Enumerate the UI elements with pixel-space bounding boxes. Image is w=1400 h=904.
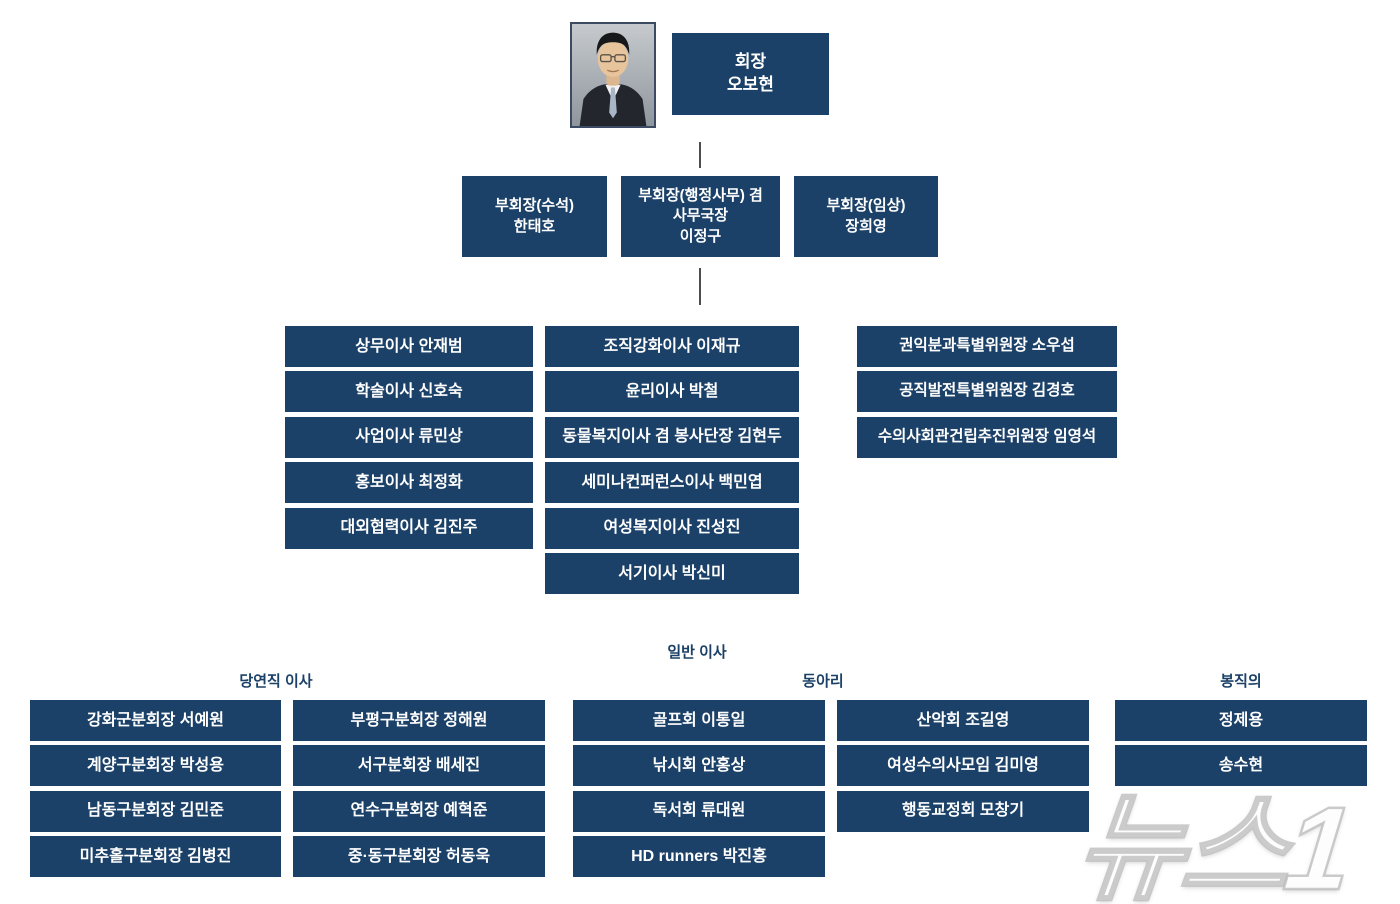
club-box: 골프회 이통일 [573, 700, 825, 741]
branch-chair-box: 부평구분회장 정해원 [293, 700, 545, 741]
executive-box: 홍보이사 최정화 [285, 462, 533, 504]
chairman-box: 회장 오보현 [672, 33, 829, 115]
org-box-line: 한태호 [513, 217, 556, 235]
vice-chairman-box: 부회장(수석) 한태호 [462, 176, 607, 257]
chairman-name: 오보현 [727, 75, 774, 94]
org-box-line: 부회장(행정사무) 겸 [638, 187, 763, 205]
branch-chair-box: 남동구분회장 김민준 [30, 790, 281, 832]
employed-vet-box: 송수현 [1115, 745, 1367, 787]
executive-box: 세미나컨퍼런스이사 백민엽 [545, 462, 799, 504]
committee-chair-box: 공직발전특별위원장 김경호 [857, 371, 1117, 413]
executive-box: 조직강화이사 이재규 [545, 326, 799, 367]
connector-line-top [699, 142, 701, 168]
connector-line-middle [699, 268, 701, 305]
chairman-photo [570, 22, 656, 128]
executive-box: 대외협력이사 김진주 [285, 507, 533, 549]
label-employed-vets: 봉직의 [1220, 673, 1262, 690]
branch-chair-box: 연수구분회장 예혁준 [293, 790, 545, 832]
club-box: HD runners 박진홍 [573, 836, 825, 878]
chairman-title: 회장 [734, 52, 767, 72]
branch-chair-box: 계양구분회장 박성용 [30, 745, 281, 787]
branch-chair-box: 중·동구분회장 허동욱 [293, 836, 545, 878]
executive-box: 상무이사 안재범 [285, 326, 533, 367]
committee-chair-box: 수의사회관건립추진위원장 임영석 [857, 416, 1117, 458]
label-clubs: 동아리 [802, 673, 844, 690]
vice-chairman-box: 부회장(임상) 장희영 [794, 176, 938, 257]
org-box-line: 장희영 [845, 217, 887, 235]
executive-box: 학술이사 신호숙 [285, 371, 533, 413]
portrait-illustration [572, 24, 654, 126]
executive-box: 동물복지이사 겸 봉사단장 김현두 [545, 416, 799, 458]
executive-box: 사업이사 류민상 [285, 416, 533, 458]
branch-chair-box: 서구분회장 배세진 [293, 745, 545, 787]
branch-chair-box: 강화군분회장 서예원 [30, 700, 281, 741]
club-box: 행동교정회 모창기 [837, 790, 1089, 832]
employed-vet-box: 정제용 [1115, 700, 1367, 741]
org-box-line: 사무국장 [672, 207, 729, 225]
club-box: 여성수의사모임 김미영 [837, 745, 1089, 787]
committee-chair-box: 권익분과특별위원장 소우섭 [857, 326, 1117, 367]
branch-chair-box: 미추홀구분회장 김병진 [30, 836, 281, 878]
club-box: 낚시회 안홍상 [573, 745, 825, 787]
executive-box: 서기이사 박신미 [545, 552, 799, 594]
club-box: 산악회 조길영 [837, 700, 1089, 741]
org-box-line: 부회장(임상) [826, 197, 906, 215]
org-box-line: 이정구 [679, 227, 722, 245]
club-box: 독서회 류대원 [573, 790, 825, 832]
org-box-line: 부회장(수석) [495, 197, 574, 215]
label-ex-officio-directors: 당연직 이사 [239, 673, 313, 690]
executive-box: 윤리이사 박철 [545, 371, 799, 413]
label-general-directors: 일반 이사 [667, 644, 727, 661]
executive-box: 여성복지이사 진성진 [545, 507, 799, 549]
